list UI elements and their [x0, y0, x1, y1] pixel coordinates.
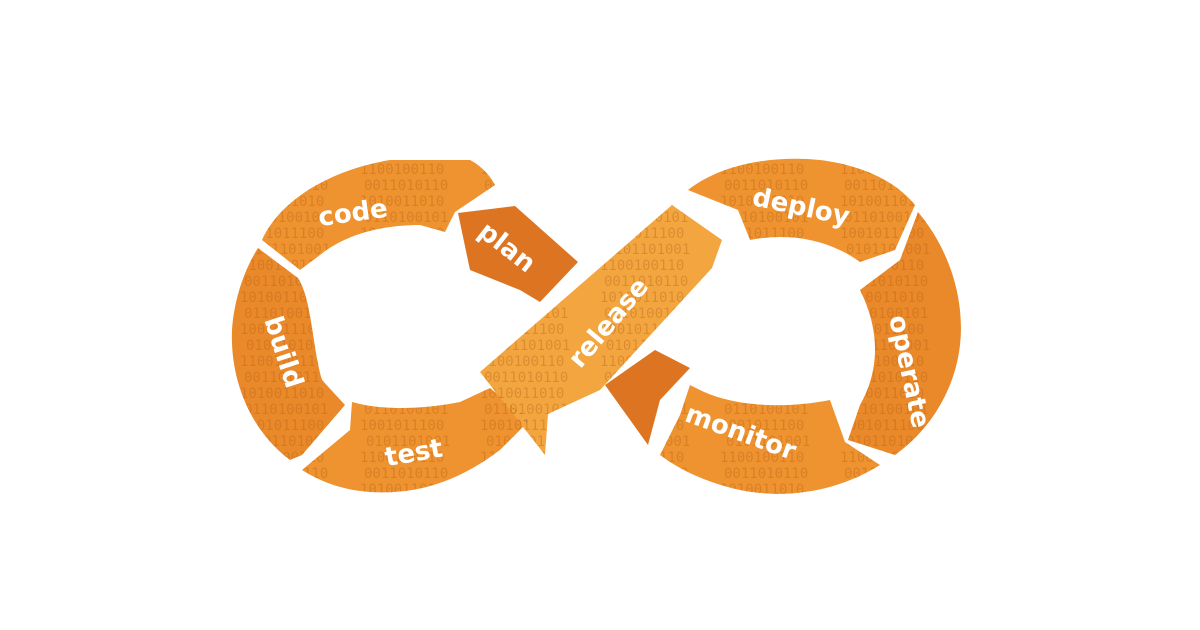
binary-texture [231, 158, 961, 494]
segment-plan [458, 206, 578, 302]
segment-crossing-lower [605, 350, 690, 445]
